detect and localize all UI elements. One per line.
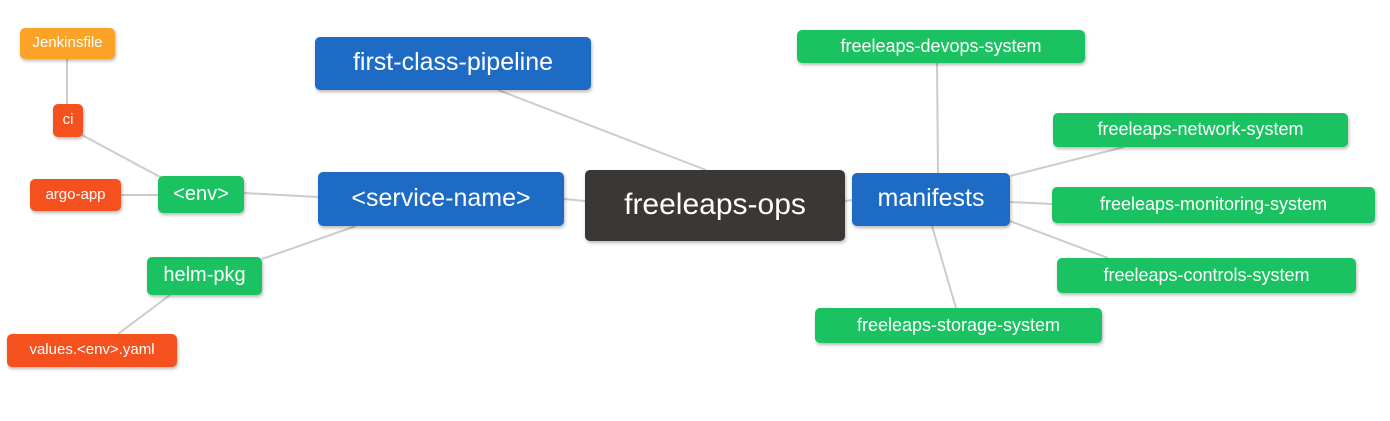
node-label-first-class-pipeline: first-class-pipeline: [352, 48, 554, 76]
edge-manifests--freeleaps-storage-system: [931, 225, 957, 309]
node-jenkinsfile[interactable]: Jenkinsfile: [20, 28, 115, 59]
edge-freeleaps-ops--manifests: [844, 199, 853, 202]
edge-manifests--freeleaps-devops-system: [936, 62, 939, 174]
edge-service-name--freeleaps-ops: [563, 198, 586, 202]
node-label-freeleaps-devops-system: freeleaps-devops-system: [840, 35, 1042, 56]
node-ci[interactable]: ci: [53, 104, 83, 137]
node-label-manifests: manifests: [877, 184, 985, 212]
node-label-jenkinsfile: Jenkinsfile: [32, 34, 103, 51]
node-freeleaps-monitoring-system[interactable]: freeleaps-monitoring-system: [1052, 187, 1375, 223]
node-label-ci: ci: [62, 111, 74, 128]
node-label-freeleaps-monitoring-system: freeleaps-monitoring-system: [1099, 194, 1328, 214]
node-helm-pkg[interactable]: helm-pkg: [147, 257, 262, 295]
node-freeleaps-controls-system[interactable]: freeleaps-controls-system: [1057, 258, 1356, 293]
edge-manifests--freeleaps-controls-system: [1009, 220, 1109, 259]
node-freeleaps-storage-system[interactable]: freeleaps-storage-system: [815, 308, 1102, 343]
edge-ci--env: [81, 134, 163, 179]
node-label-values-env-yaml: values.<env>.yaml: [29, 341, 155, 358]
node-env[interactable]: <env>: [158, 176, 244, 213]
node-freeleaps-network-system[interactable]: freeleaps-network-system: [1053, 113, 1348, 147]
edge-values-env-yaml--helm-pkg: [117, 294, 171, 335]
node-label-helm-pkg: helm-pkg: [163, 264, 246, 286]
node-label-argo-app: argo-app: [45, 185, 106, 203]
edge-env--service-name: [243, 192, 319, 198]
node-service-name[interactable]: <service-name>: [318, 172, 564, 226]
edge-manifests--freeleaps-monitoring-system: [1009, 201, 1053, 205]
node-label-freeleaps-network-system: freeleaps-network-system: [1097, 119, 1304, 139]
node-argo-app[interactable]: argo-app: [30, 179, 121, 211]
node-label-service-name: <service-name>: [351, 183, 531, 212]
node-label-freeleaps-ops: freeleaps-ops: [624, 187, 806, 221]
node-manifests[interactable]: manifests: [852, 173, 1010, 226]
node-first-class-pipeline[interactable]: first-class-pipeline: [315, 37, 591, 90]
node-freeleaps-devops-system[interactable]: freeleaps-devops-system: [797, 30, 1085, 63]
node-label-env: <env>: [173, 182, 229, 205]
edge-helm-pkg--service-name: [261, 225, 357, 260]
node-values-env-yaml[interactable]: values.<env>.yaml: [7, 334, 177, 367]
node-freeleaps-ops[interactable]: freeleaps-ops: [585, 170, 845, 241]
edge-first-class-pipeline--freeleaps-ops: [497, 89, 707, 171]
edge-manifests--freeleaps-network-system: [1009, 146, 1125, 177]
node-label-freeleaps-controls-system: freeleaps-controls-system: [1103, 264, 1310, 285]
node-label-freeleaps-storage-system: freeleaps-storage-system: [856, 314, 1061, 335]
